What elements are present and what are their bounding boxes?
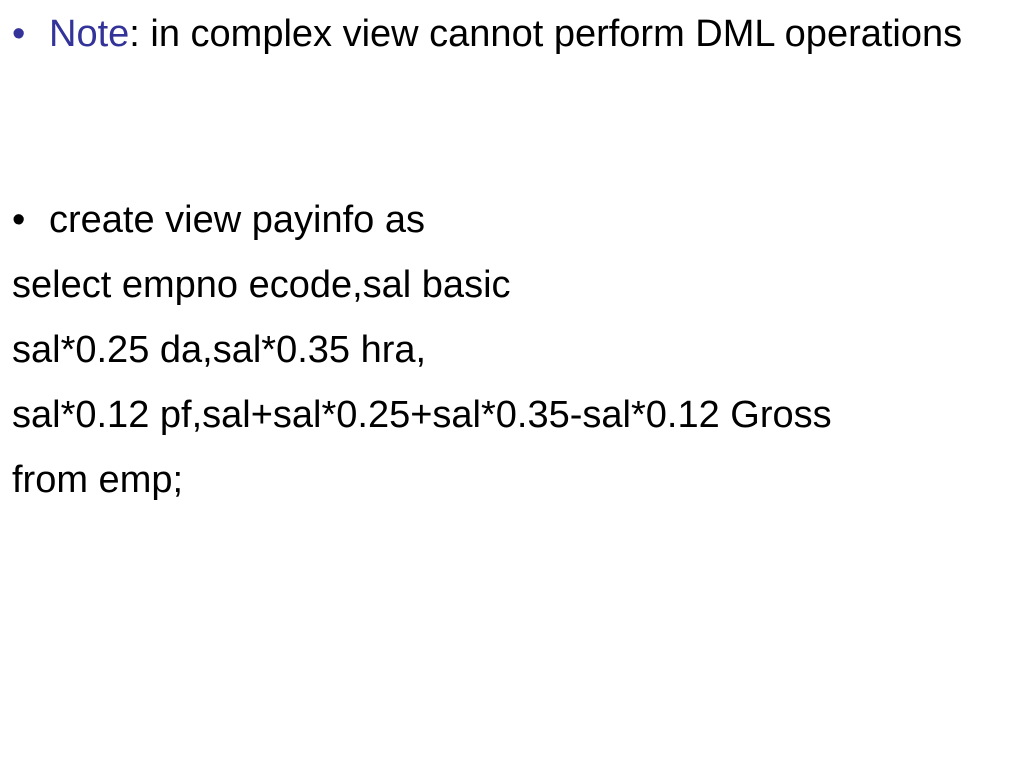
bullet-create-view: • create view payinfo as <box>12 194 1002 246</box>
create-view-text: create view payinfo as <box>49 199 425 241</box>
code-line-pf-gross: sal*0.12 pf,sal+sal*0.25+sal*0.35-sal*0.… <box>12 394 832 436</box>
code-line-from: from emp; <box>12 459 184 501</box>
note-label: Note <box>49 13 130 55</box>
bullet-dot: • <box>12 199 26 241</box>
bullet-note: • Note: in complex view cannot perform D… <box>12 8 1002 60</box>
code-line-select: select empno ecode,sal basic <box>12 264 511 306</box>
note-text: : in complex view cannot perform DML ope… <box>129 13 963 55</box>
bullet-dot: • <box>12 13 26 55</box>
bullet-note-text: Note: in complex view cannot perform DML… <box>49 8 1002 60</box>
code-line-da-hra: sal*0.25 da,sal*0.35 hra, <box>12 329 427 371</box>
